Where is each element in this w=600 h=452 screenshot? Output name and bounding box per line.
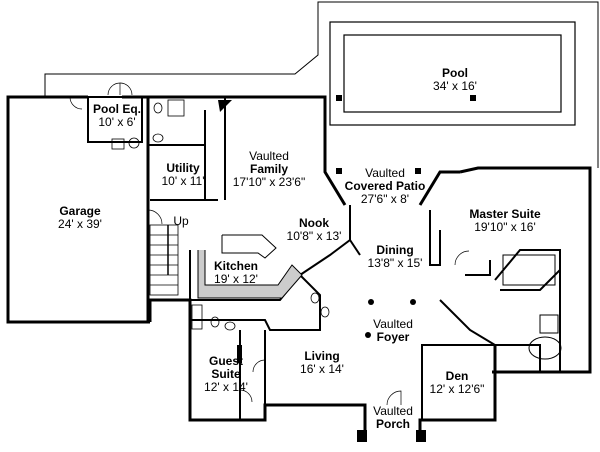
room-name: Porch <box>375 417 410 431</box>
room-label-foyer: Vaulted Foyer <box>373 318 413 344</box>
stairs-up-label: Up <box>173 214 189 228</box>
room-size: 16' x 14' <box>300 362 344 376</box>
room-prefix: Vaulted <box>249 149 289 163</box>
room-name: Living <box>304 349 340 363</box>
room-prefix: Vaulted <box>365 166 405 180</box>
room-label-pool-eq: Pool Eq. 10' x 6' <box>93 103 141 129</box>
room-name: Pool <box>441 66 468 80</box>
water-heater <box>111 138 125 150</box>
room-label-master-suite: Master Suite 19'10" x 16' <box>469 208 540 234</box>
water-tank <box>128 137 140 149</box>
kitchen-counters <box>197 234 303 299</box>
room-size: 13'8" x 15' <box>367 256 423 270</box>
room-size: 27'6" x 8' <box>360 192 410 206</box>
room-name: Utility <box>166 161 200 175</box>
room-size: 17'10" x 23'6" <box>232 175 306 189</box>
room-prefix: Vaulted <box>373 317 413 331</box>
room-name: Guest Suite <box>208 354 243 381</box>
room-size: 10' x 6' <box>98 115 136 129</box>
room-label-utility: Utility 10' x 11' <box>161 162 204 188</box>
interior-walls <box>87 96 561 420</box>
room-name: Family <box>249 162 288 176</box>
room-size: 19'10" x 16' <box>474 220 536 234</box>
room-label-pool: Pool 34' x 16' <box>433 67 477 93</box>
room-prefix: Vaulted <box>373 404 413 418</box>
room-size: 10' x 11' <box>161 174 205 188</box>
room-size: 19' x 12' <box>214 272 258 286</box>
room-label-kitchen: Kitchen 19' x 12' <box>214 260 258 286</box>
room-label-den: Den 12' x 12'6" <box>430 370 485 396</box>
pool-inner-outline <box>343 34 562 113</box>
room-name: Garage <box>59 204 101 218</box>
room-name: Den <box>445 369 469 383</box>
room-label-dining: Dining 13'8" x 15' <box>368 244 423 270</box>
room-name: Pool Eq. <box>93 102 141 116</box>
room-size: 10'8" x 13' <box>286 229 342 243</box>
stairs <box>149 224 179 296</box>
columns <box>218 95 476 442</box>
room-label-porch: Vaulted Porch <box>373 405 413 431</box>
room-label-family: Vaulted Family 17'10" x 23'6" <box>233 150 306 189</box>
room-label-living: Living 16' x 14' <box>300 350 344 376</box>
door-swings <box>69 82 470 406</box>
room-name: Covered Patio <box>344 179 426 193</box>
room-label-guest-suite: Guest Suite 12' x 14' <box>196 355 256 394</box>
room-name: Master Suite <box>469 207 541 221</box>
pool-outline <box>329 21 576 126</box>
room-name: Dining <box>376 243 414 257</box>
room-size: 34' x 16' <box>433 79 477 93</box>
room-name: Kitchen <box>213 259 259 273</box>
room-size: 24' x 39' <box>58 217 102 231</box>
room-name: Foyer <box>376 330 410 344</box>
room-name: Nook <box>298 216 329 230</box>
room-size: 12' x 12'6" <box>429 382 485 396</box>
bath-fixtures <box>152 99 330 331</box>
room-label-nook: Nook 10'8" x 13' <box>287 217 342 243</box>
master-bath-fixtures <box>502 254 562 360</box>
room-label-garage: Garage 24' x 39' <box>58 205 102 231</box>
room-size: 12' x 14' <box>204 380 248 394</box>
room-label-covered-patio: Vaulted Covered Patio 27'6" x 8' <box>345 167 426 206</box>
pool-deck-outline <box>44 1 599 168</box>
